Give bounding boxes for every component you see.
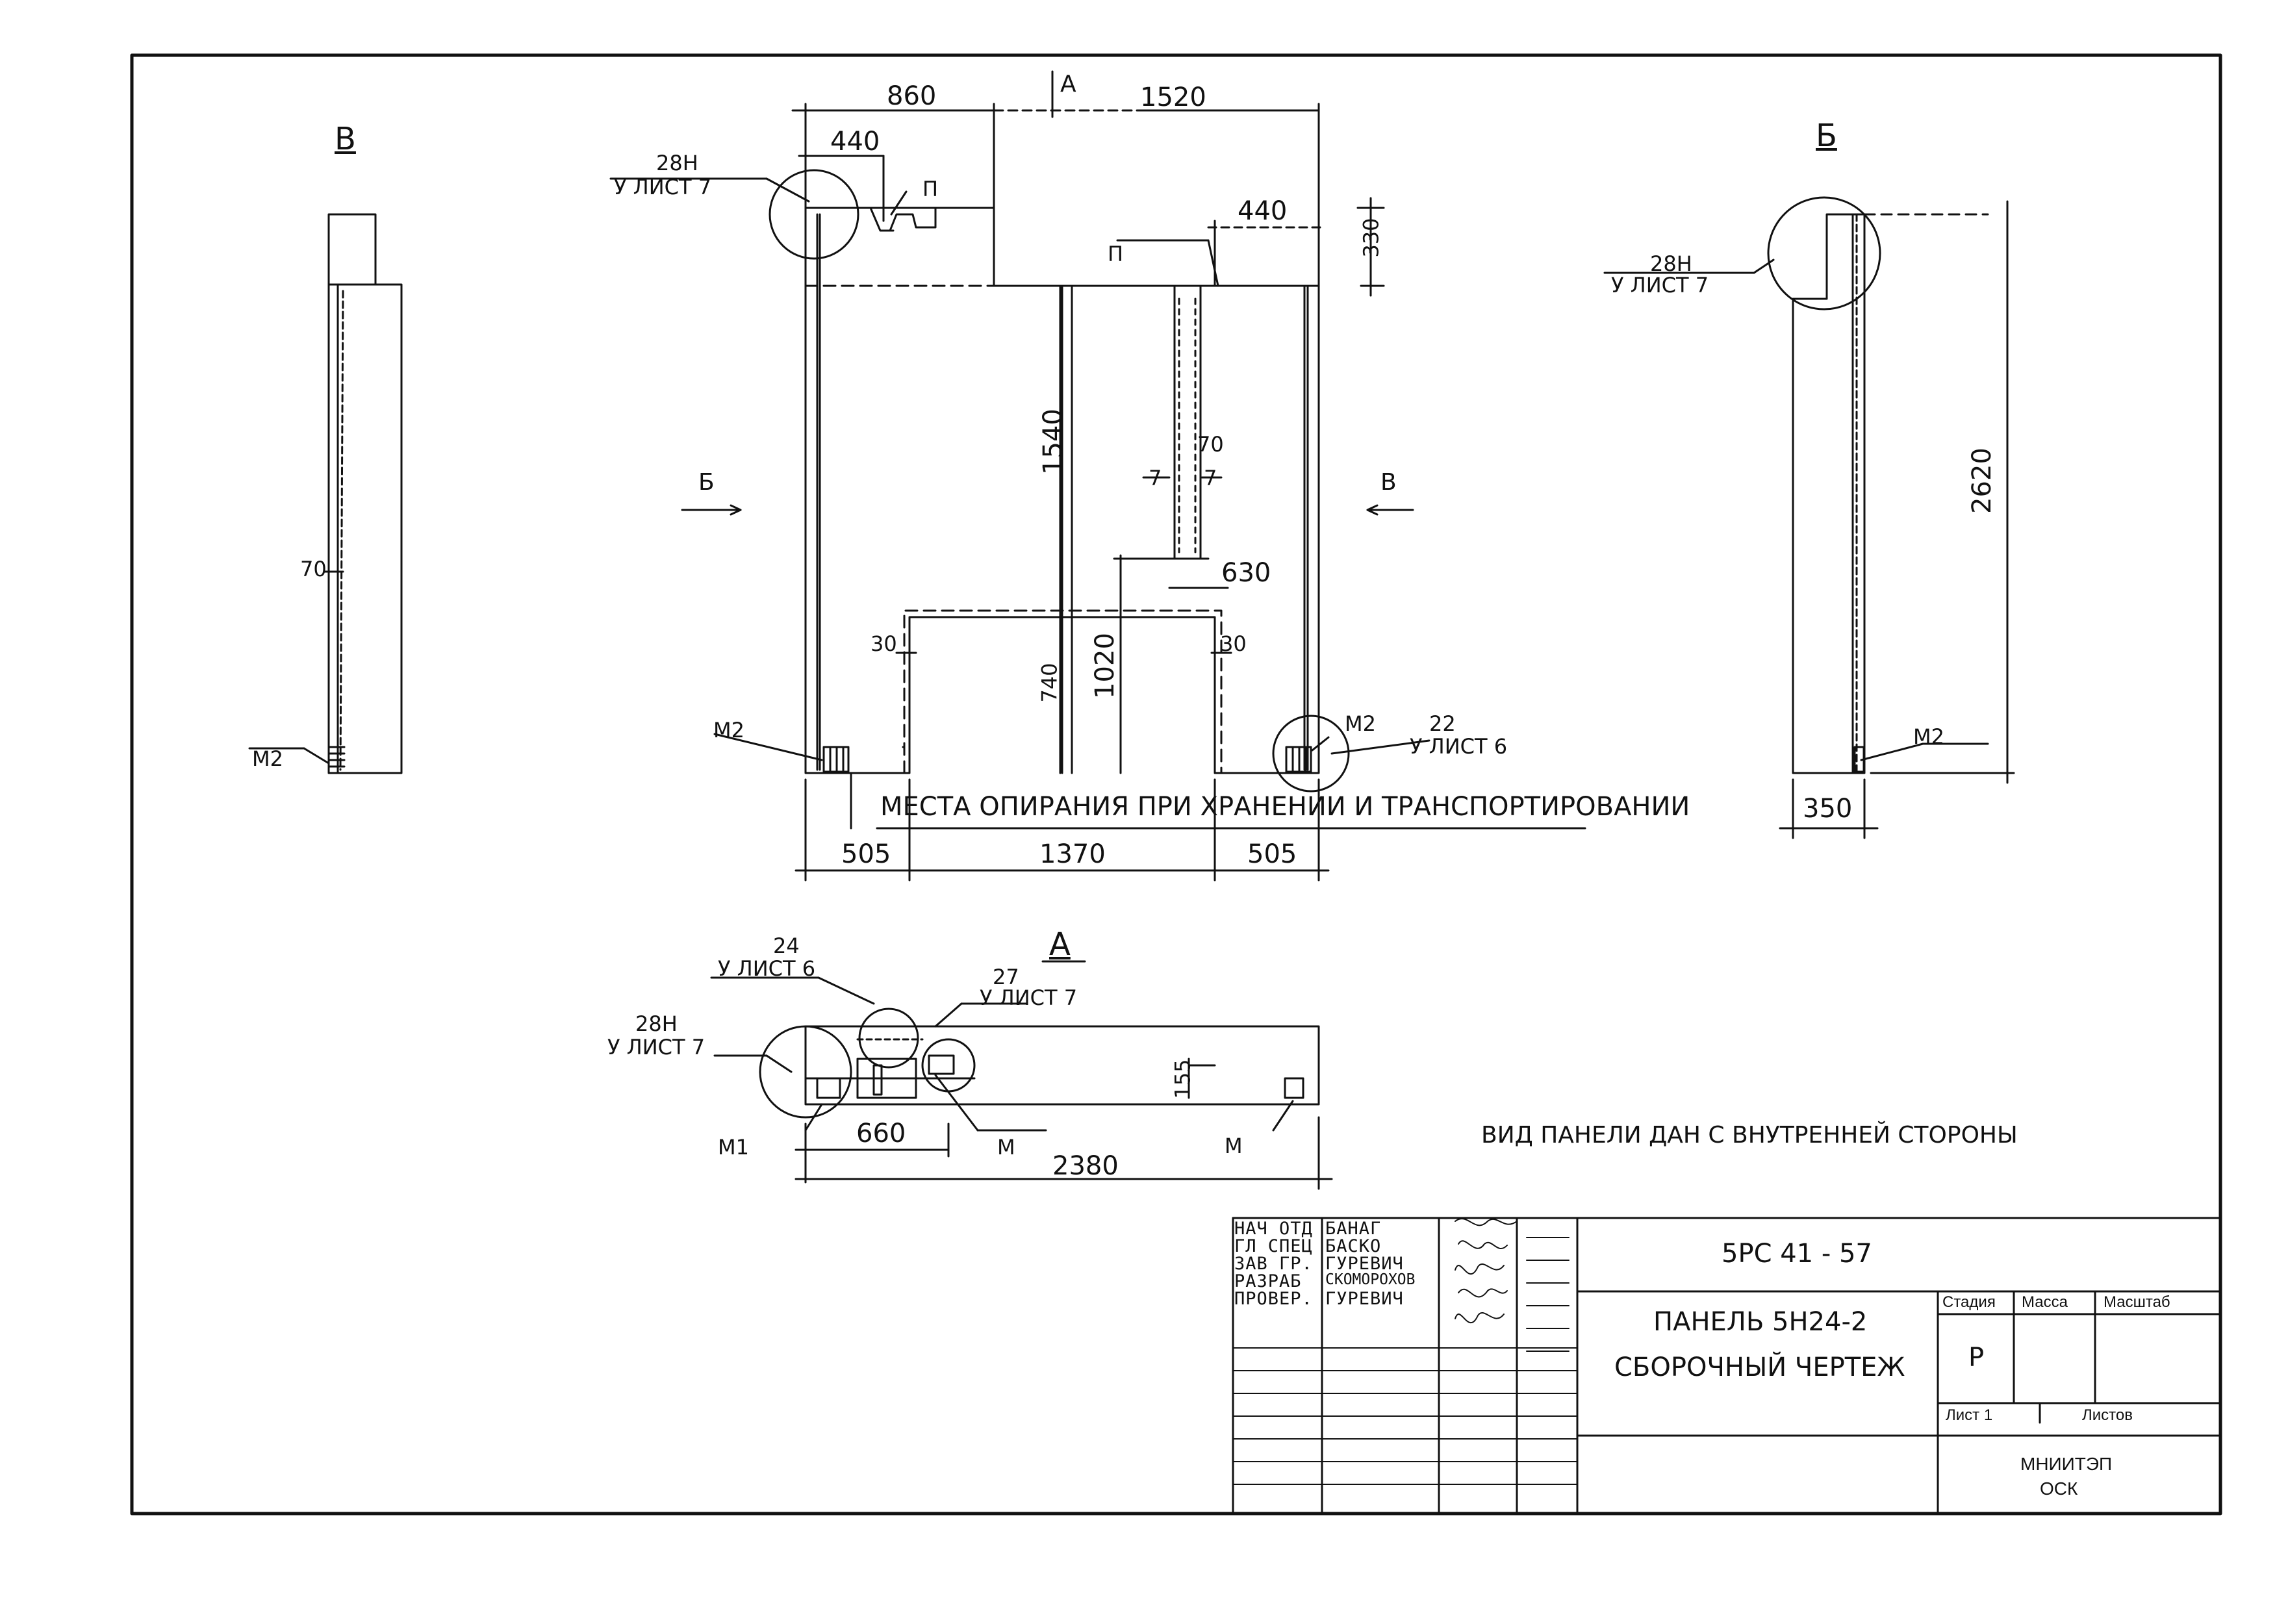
callout-28n-view-a-sheet: У ЛИСТ 7 xyxy=(607,1035,705,1059)
dim-1370: 1370 xyxy=(1039,839,1106,869)
sheet-number: Лист 1 xyxy=(1946,1406,1993,1424)
dim-350: 350 xyxy=(1803,794,1853,824)
dim-660: 660 xyxy=(856,1119,906,1148)
callout-28n-view-b-sheet: У ЛИСТ 7 xyxy=(1611,273,1709,298)
dim-505-left: 505 xyxy=(841,839,891,869)
callout-27-sheet: У ЛИСТ 7 xyxy=(980,985,1078,1010)
supports-note: МЕСТА ОПИРАНИЯ ПРИ ХРАНЕНИИ И ТРАНСПОРТИ… xyxy=(880,792,1690,822)
tb-name-4: ГУРЕВИЧ xyxy=(1325,1289,1404,1309)
callout-27: 27 xyxy=(993,965,1019,989)
dim-330: 330 xyxy=(1358,218,1384,258)
view-a-label: А xyxy=(1049,926,1071,963)
mark-m-center: М xyxy=(997,1135,1015,1160)
view-inside-note: ВИД ПАНЕЛИ ДАН С ВНУТРЕННЕЙ СТОРОНЫ xyxy=(1481,1122,2018,1148)
mass-header: Масса xyxy=(2022,1293,2068,1311)
drawing-title-1: ПАНЕЛЬ 5Н24-2 xyxy=(1653,1307,1868,1337)
dim-440-right: 440 xyxy=(1238,196,1288,226)
callout-24-sheet: У ЛИСТ 6 xyxy=(718,956,816,981)
drawing-code: 5РС 41 - 57 xyxy=(1722,1239,1872,1269)
tb-name-2: ГУРЕВИЧ xyxy=(1325,1254,1404,1274)
mark-m2-right: М2 xyxy=(1345,711,1376,736)
mark-p-groove: П xyxy=(1108,242,1124,266)
mark-m2-left: М2 xyxy=(713,718,744,742)
section-7-left: 7 xyxy=(1149,466,1162,490)
callout-28n: 28Н xyxy=(656,151,698,175)
dim-505-right: 505 xyxy=(1247,839,1297,869)
callout-22-sheet: У ЛИСТ 6 xyxy=(1410,734,1508,759)
tb-role-0: НАЧ ОТД xyxy=(1234,1219,1313,1239)
callout-28n-sheet: У ЛИСТ 7 xyxy=(614,175,712,199)
dim-70-groove: 70 xyxy=(1197,432,1224,457)
mark-m2-view-v: М2 xyxy=(252,746,283,771)
mark-p-top: П xyxy=(922,177,939,201)
dim-860: 860 xyxy=(887,81,937,111)
dim-30-right: 30 xyxy=(1220,631,1247,656)
dim-630: 630 xyxy=(1221,558,1271,588)
section-7-right: 7 xyxy=(1204,466,1217,490)
tb-name-3: СКОМОРОХОВ xyxy=(1325,1271,1416,1288)
view-v-geometry xyxy=(248,213,403,774)
callout-22: 22 xyxy=(1429,711,1456,736)
dim-155: 155 xyxy=(1170,1059,1195,1099)
main-elevation-geometry xyxy=(609,70,1586,882)
drawing-title-2: СБОРОЧНЫЙ ЧЕРТЕЖ xyxy=(1614,1352,1905,1382)
callout-28n-view-b: 28Н xyxy=(1650,251,1692,276)
org-name-2: ОСК xyxy=(2040,1478,2078,1499)
dim-2620: 2620 xyxy=(1966,448,1997,514)
dim-1540: 1540 xyxy=(1037,409,1068,475)
dim-1020: 1020 xyxy=(1089,633,1120,699)
callout-24: 24 xyxy=(773,933,800,958)
callout-28n-view-a: 28Н xyxy=(635,1011,678,1036)
dim-1520: 1520 xyxy=(1140,82,1206,112)
title-block-grid xyxy=(1232,1217,2222,1515)
scale-header: Масштаб xyxy=(2104,1293,2170,1311)
tb-role-2: ЗАВ ГР. xyxy=(1234,1254,1313,1274)
org-name-1: МНИИТЭП xyxy=(2020,1454,2113,1474)
section-b-marker: Б xyxy=(698,469,715,496)
section-a-marker: А xyxy=(1060,71,1076,97)
tb-role-1: ГЛ СПЕЦ xyxy=(1234,1236,1313,1256)
view-b-label: Б xyxy=(1816,118,1837,154)
tb-name-0: БАНАГ xyxy=(1325,1219,1382,1239)
dim-70-view-v: 70 xyxy=(300,557,327,581)
sheet-frame xyxy=(130,53,2222,1516)
dim-440-top: 440 xyxy=(830,127,880,157)
tb-role-3: РАЗРАБ xyxy=(1234,1271,1302,1291)
tb-role-4: ПРОВЕР. xyxy=(1234,1289,1313,1309)
view-v-label: В xyxy=(335,121,356,157)
view-b-geometry xyxy=(1603,196,2015,839)
dim-740: 740 xyxy=(1037,663,1062,703)
dim-2380: 2380 xyxy=(1052,1151,1119,1181)
sheets-count: Листов xyxy=(2082,1406,2133,1424)
mark-m1: М1 xyxy=(718,1135,749,1160)
stage-value: Р xyxy=(1968,1343,1985,1373)
dim-30-left: 30 xyxy=(871,631,897,656)
stage-header: Стадия xyxy=(1942,1293,1996,1311)
section-v-marker: В xyxy=(1380,469,1397,496)
mark-m-right: М xyxy=(1225,1134,1243,1158)
mark-m2-view-b: М2 xyxy=(1913,724,1944,749)
tb-name-1: БАСКО xyxy=(1325,1236,1382,1256)
view-a-geometry xyxy=(710,960,1333,1190)
